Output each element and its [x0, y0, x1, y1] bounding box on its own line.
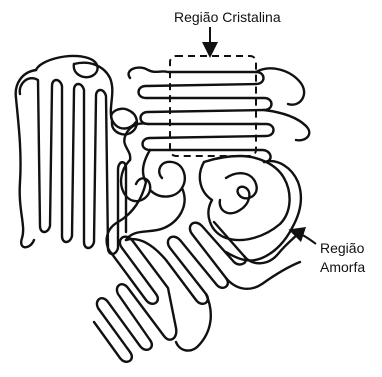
left-outer-chain: [16, 70, 36, 247]
amorphous-region-label-line1: Região: [320, 240, 364, 257]
amorphous-chain-inner: [220, 173, 257, 213]
amorphous-region-label-line2: Amorfa: [320, 259, 365, 276]
left-folded-chain: [20, 56, 126, 254]
crystalline-folded-chain: [129, 68, 274, 162]
lower-folded-chain: [126, 222, 246, 304]
small-blob: [111, 109, 137, 135]
crystalline-region-label: Região Cristalina: [174, 9, 281, 26]
central-chain: [121, 160, 185, 240]
amorphous-arrow: [296, 232, 316, 244]
lower-left-folded-chain: [94, 237, 176, 362]
crystalline-left-tails: [124, 123, 150, 182]
